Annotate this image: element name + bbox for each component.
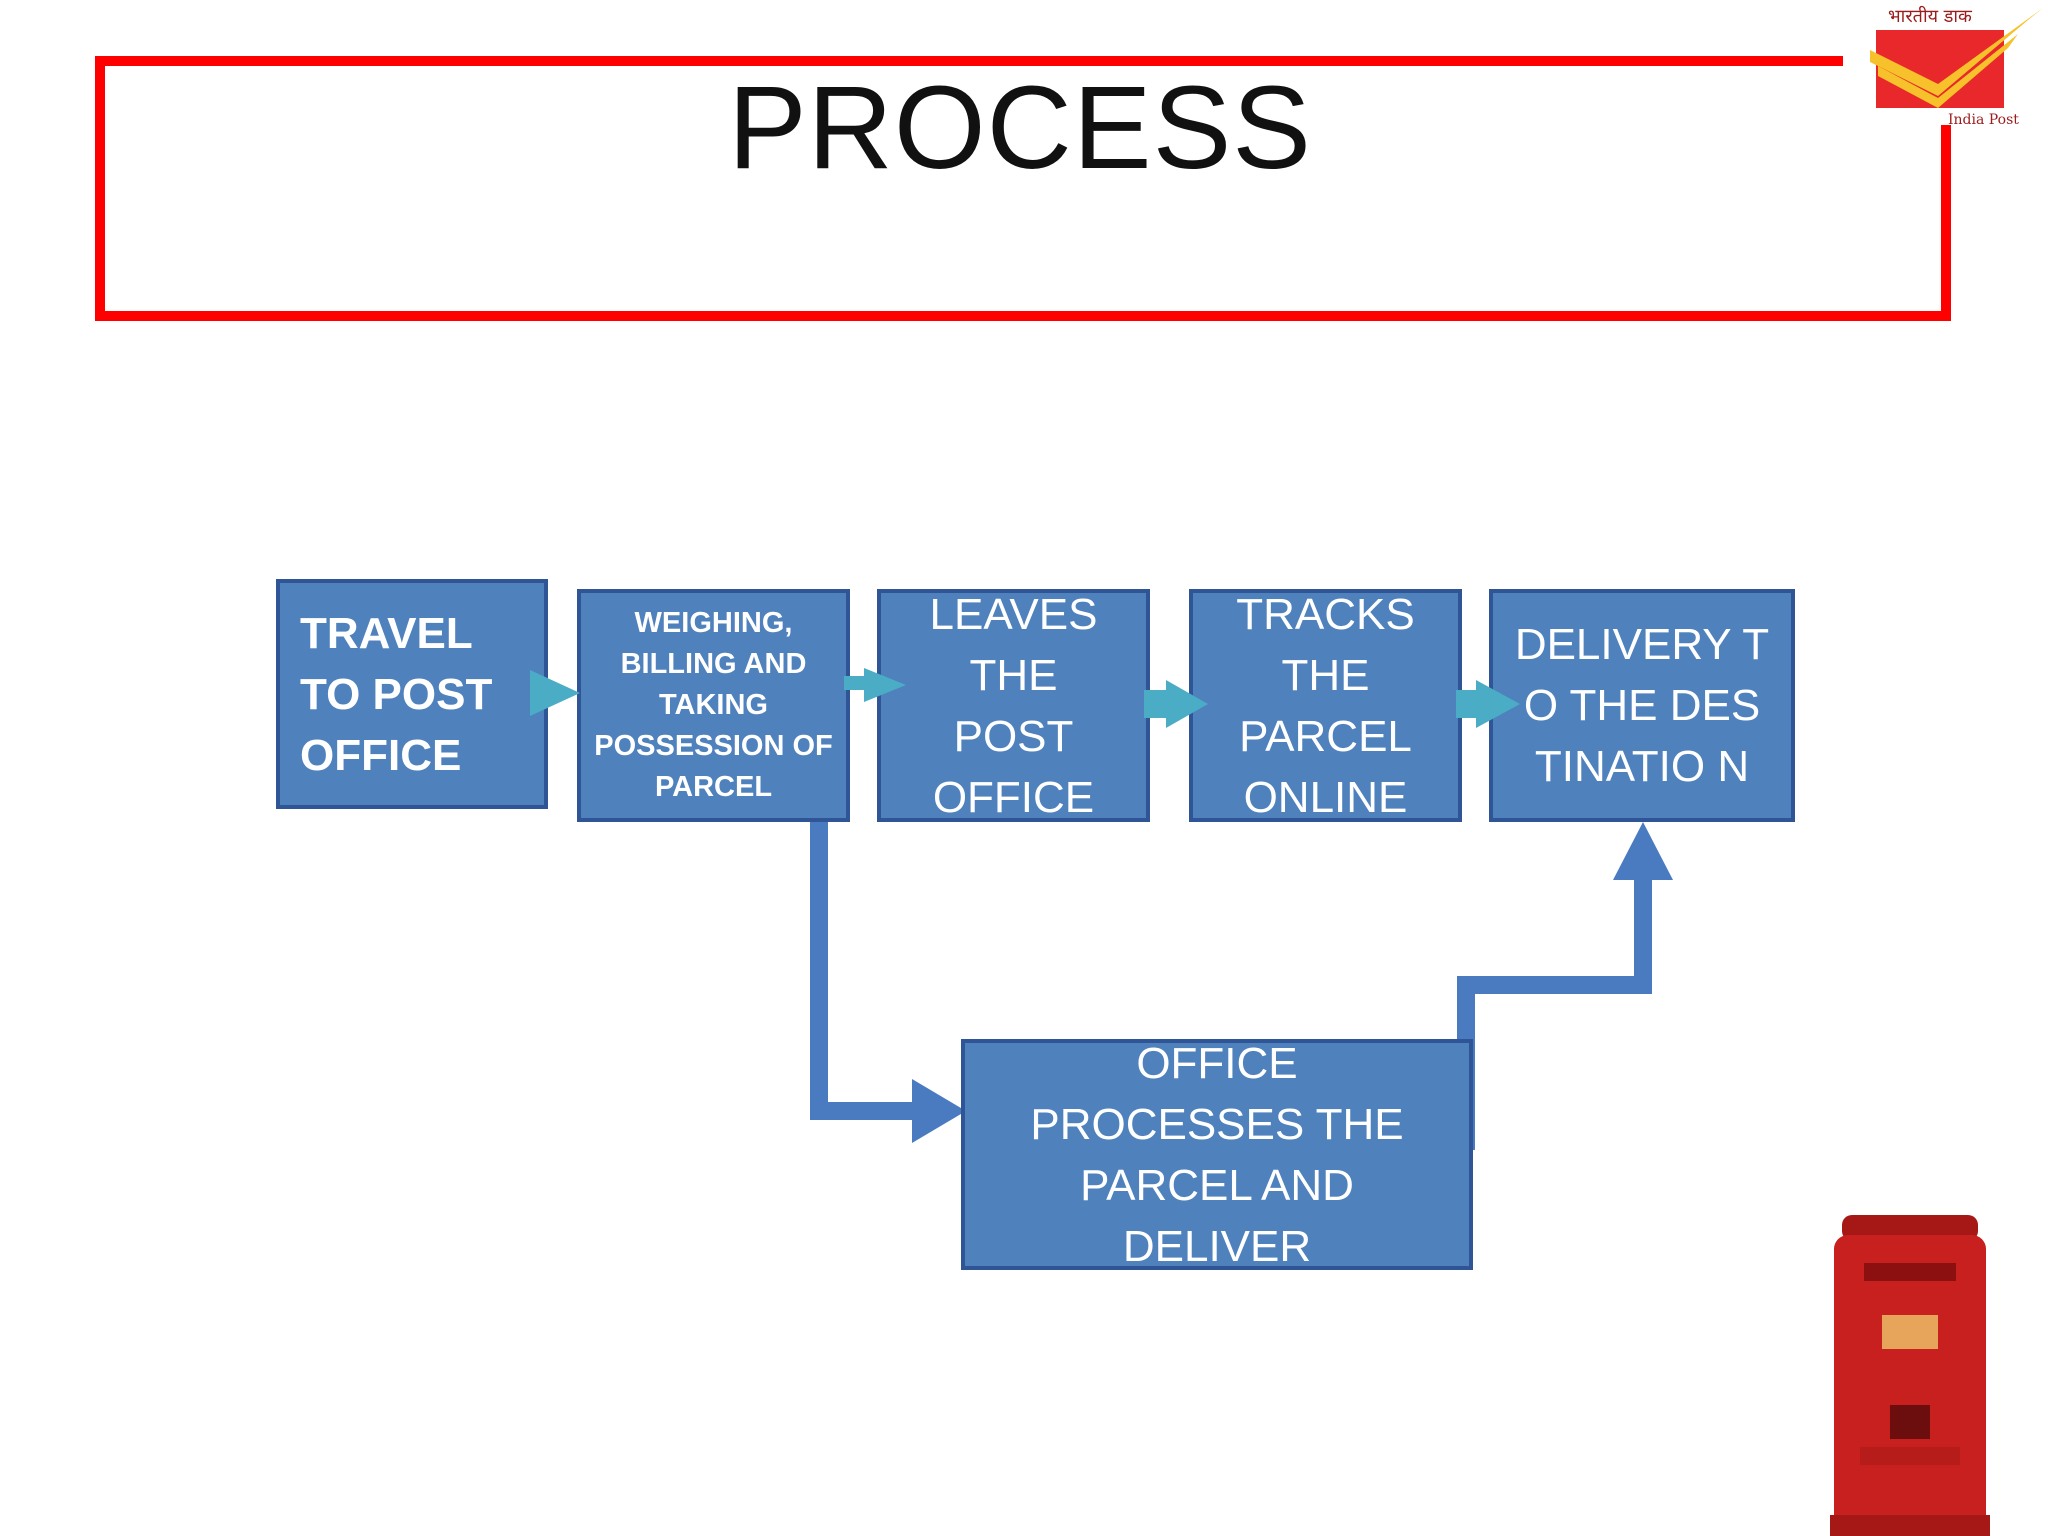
- post-box-plate: [1860, 1447, 1960, 1465]
- post-box-slot: [1864, 1263, 1956, 1281]
- post-box-base: [1830, 1515, 1990, 1536]
- step-office-label: OFFICE PROCESSES THE PARCEL AND DELIVER: [1030, 1038, 1404, 1271]
- post-box-emblem: [1882, 1315, 1938, 1349]
- connector-office-to-delivery-arrowhead: [1613, 822, 1673, 880]
- logo-wing-icon: [1870, 8, 2043, 96]
- connector-weighing-to-office-arrowhead: [912, 1079, 966, 1143]
- title-frame: [95, 56, 1951, 321]
- arrow-leaves-to-tracks: [1144, 680, 1208, 728]
- step-leaves-label: LEAVES THE POST OFFICE: [929, 589, 1098, 822]
- connector-weighing-to-office: [810, 820, 918, 1120]
- logo-bottom-text: India Post: [1948, 112, 2019, 128]
- step-weighing-box: WEIGHING, BILLING AND TAKING POSSESSION …: [577, 589, 850, 822]
- title-frame-line: [95, 56, 1951, 321]
- post-box-top: [1842, 1215, 1978, 1241]
- step-travel-box: TRAVEL TO POST OFFICE: [276, 579, 548, 809]
- logo-wing-icon-2: [1878, 34, 2018, 108]
- step-delivery-label: DELIVERY TO THE DESTINATIO N: [1514, 620, 1770, 791]
- step-delivery-box: DELIVERY TO THE DESTINATIO N: [1489, 589, 1795, 822]
- arrow-tracks-to-delivery: [1456, 680, 1520, 728]
- arrow-travel-to-weighing: [530, 670, 580, 716]
- arrow-weighing-to-leaves: [844, 668, 906, 702]
- post-box-image: [1830, 1215, 1990, 1536]
- step-tracks-label: TRACKS THE PARCEL ONLINE: [1236, 589, 1415, 822]
- step-travel-label: TRAVEL TO POST OFFICE: [300, 608, 493, 780]
- page-title: PROCESS: [727, 62, 1313, 194]
- india-post-logo: भारतीय डाक India Post: [1870, 5, 2043, 128]
- step-leaves-box: LEAVES THE POST OFFICE: [877, 589, 1150, 822]
- step-office-box: OFFICE PROCESSES THE PARCEL AND DELIVER: [961, 1039, 1473, 1271]
- post-box-door: [1890, 1405, 1930, 1439]
- step-weighing-label: WEIGHING, BILLING AND TAKING POSSESSION …: [594, 607, 833, 803]
- logo-top-text: भारतीय डाक: [1888, 5, 1973, 27]
